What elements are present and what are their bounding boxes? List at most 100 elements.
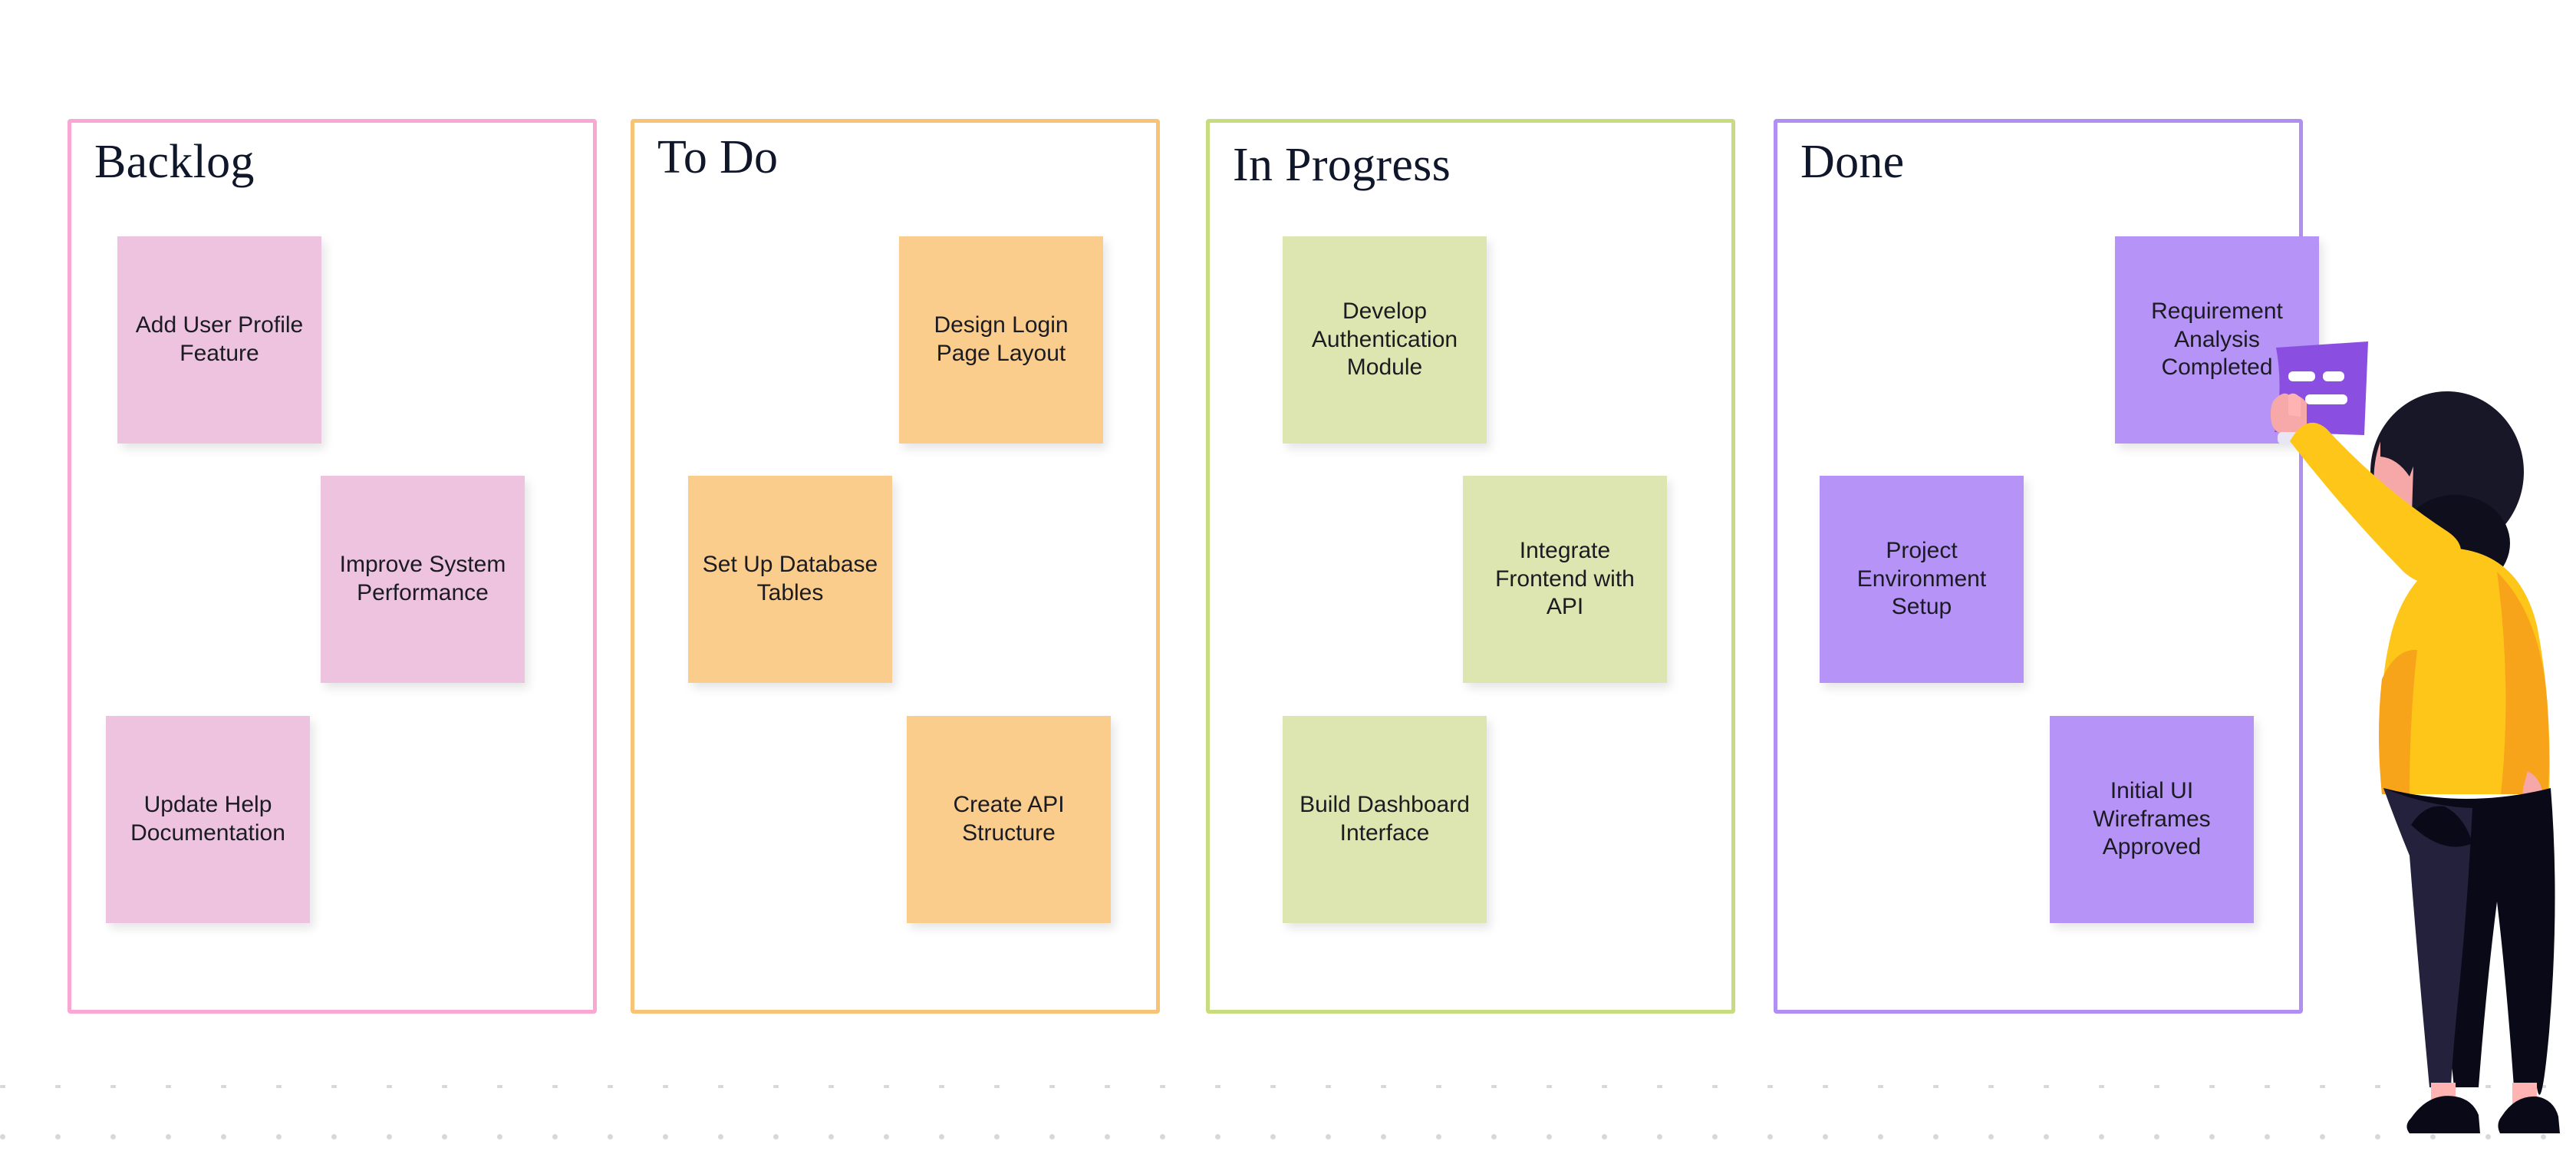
grid-dot	[1878, 1134, 1883, 1139]
grid-dot	[1712, 1085, 1718, 1088]
column-title-done: Done	[1800, 136, 1905, 188]
column-title-todo: To Do	[657, 131, 779, 183]
grid-dot-row-top	[0, 1085, 2576, 1093]
grid-dot	[1657, 1085, 1662, 1088]
grid-dot	[1988, 1134, 1994, 1139]
grid-dot	[1712, 1134, 1718, 1139]
grid-dot	[110, 1134, 116, 1139]
grid-dot	[1326, 1134, 1331, 1139]
grid-dot	[994, 1134, 1000, 1139]
grid-dot	[1215, 1134, 1220, 1139]
grid-dot	[2541, 1134, 2546, 1139]
grid-dot-row-bottom	[0, 1134, 2576, 1142]
sticky-note[interactable]: Initial UI Wireframes Approved	[2050, 716, 2254, 923]
grid-dot	[1381, 1085, 1386, 1088]
grid-dot	[1491, 1134, 1497, 1139]
sticky-note[interactable]: Develop Authentication Module	[1283, 236, 1487, 444]
grid-dot	[1326, 1085, 1331, 1088]
grid-dot	[608, 1085, 613, 1088]
grid-dot	[387, 1134, 392, 1139]
grid-dot	[55, 1134, 61, 1139]
grid-dot	[2375, 1085, 2380, 1088]
grid-dot	[55, 1085, 61, 1088]
grid-dot	[331, 1085, 337, 1088]
sticky-note-text: Integrate Frontend with API	[1495, 538, 1635, 620]
grid-dot	[1823, 1085, 1828, 1088]
grid-dot	[2044, 1134, 2049, 1139]
grid-dot	[773, 1085, 779, 1088]
grid-dot	[2265, 1085, 2270, 1088]
column-title-in-progress: In Progress	[1233, 139, 1451, 191]
grid-dot	[2541, 1085, 2546, 1088]
grid-dot	[1105, 1134, 1110, 1139]
grid-dot	[166, 1134, 171, 1139]
hair-front-shape	[2380, 410, 2445, 477]
grid-dot	[110, 1085, 116, 1088]
grid-dot	[884, 1134, 889, 1139]
grid-dot	[497, 1134, 502, 1139]
sticky-note-text: Update Help Documentation	[130, 792, 285, 846]
grid-dot	[828, 1085, 834, 1088]
grid-dot	[497, 1085, 502, 1088]
grid-dot	[1160, 1085, 1165, 1088]
hand-shape	[2270, 393, 2307, 435]
grid-dot	[2154, 1085, 2159, 1088]
grid-dot	[2375, 1134, 2380, 1139]
sticky-note-text: Design Login Page Layout	[934, 312, 1069, 366]
grid-dot	[663, 1085, 668, 1088]
sticky-note[interactable]: Design Login Page Layout	[899, 236, 1103, 444]
grid-dot	[552, 1085, 558, 1088]
grid-dot	[994, 1085, 1000, 1088]
sticky-note[interactable]: Create API Structure	[907, 716, 1111, 923]
sweater-shape	[2290, 422, 2550, 794]
grid-dot	[2099, 1085, 2104, 1088]
grid-dot	[1933, 1085, 1939, 1088]
grid-dot	[718, 1085, 723, 1088]
shoes-shape	[2406, 1096, 2560, 1133]
grid-dot	[276, 1085, 282, 1088]
grid-dot	[331, 1134, 337, 1139]
grid-dot	[387, 1085, 392, 1088]
grid-dot	[939, 1134, 944, 1139]
sticky-note[interactable]: Improve System Performance	[321, 476, 525, 683]
grid-dot	[1270, 1134, 1276, 1139]
grid-dot	[1436, 1134, 1441, 1139]
sticky-note[interactable]: Integrate Frontend with API	[1463, 476, 1667, 683]
grid-dot	[2485, 1085, 2491, 1088]
grid-dot	[166, 1085, 171, 1088]
grid-dot	[221, 1085, 226, 1088]
grid-dot	[442, 1134, 447, 1139]
grid-dot	[1491, 1085, 1497, 1088]
grid-dot	[1105, 1085, 1110, 1088]
grid-dot	[1602, 1085, 1607, 1088]
sticky-note[interactable]: Build Dashboard Interface	[1283, 716, 1487, 923]
grid-dot	[552, 1134, 558, 1139]
grid-dot	[608, 1134, 613, 1139]
grid-dot	[2209, 1134, 2215, 1139]
sticky-note[interactable]: Project Environment Setup	[1820, 476, 2024, 683]
grid-dot	[2209, 1085, 2215, 1088]
column-title-backlog: Backlog	[94, 136, 255, 188]
grid-dot	[0, 1085, 5, 1088]
grid-dot	[1381, 1134, 1386, 1139]
grid-dot	[0, 1134, 5, 1139]
sticky-note-text: Add User Profile Feature	[135, 312, 304, 366]
sticky-note[interactable]: Set Up Database Tables	[688, 476, 892, 683]
grid-dot	[1436, 1085, 1441, 1088]
sticky-note-text: Improve System Performance	[339, 552, 506, 605]
grid-dot	[221, 1134, 226, 1139]
sticky-note-text: Develop Authentication Module	[1311, 298, 1458, 381]
grid-dot	[1547, 1134, 1552, 1139]
grid-dot	[1767, 1085, 1773, 1088]
grid-dot	[663, 1134, 668, 1139]
sticky-note[interactable]: Add User Profile Feature	[117, 236, 321, 444]
grid-dot	[1160, 1134, 1165, 1139]
sticky-note-text: Requirement Analysis Completed	[2151, 298, 2283, 381]
sticky-note[interactable]: Update Help Documentation	[106, 716, 310, 923]
grid-dot	[2430, 1134, 2436, 1139]
